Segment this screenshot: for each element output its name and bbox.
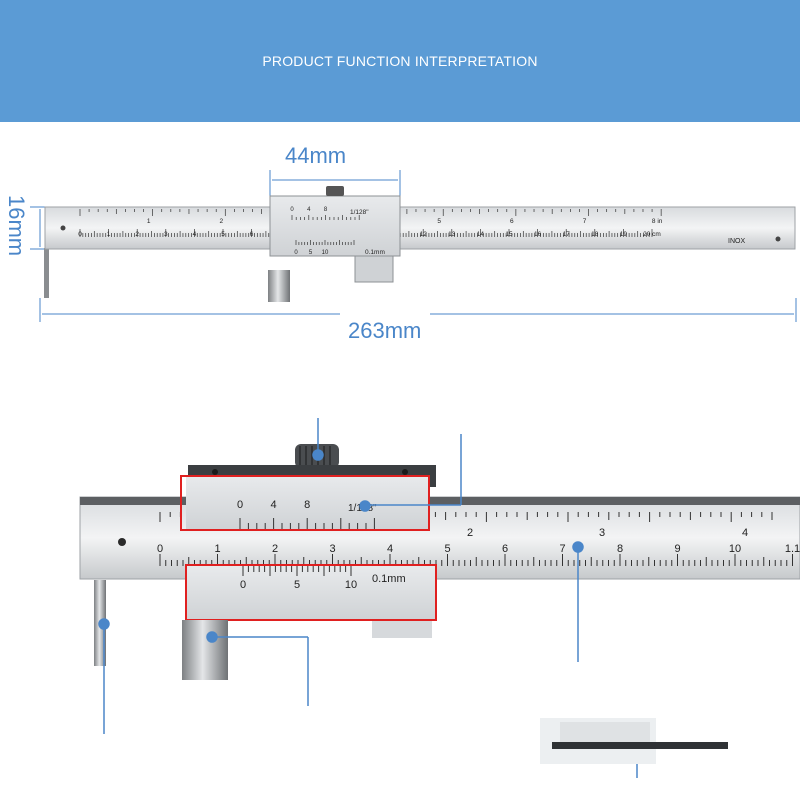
scale-number: 10: [322, 250, 329, 256]
scale-number: 19: [620, 231, 628, 238]
scale-number: 8: [324, 207, 328, 213]
scale-number: 0: [240, 579, 246, 591]
scale-number: 5: [437, 218, 441, 225]
dimension-lines: [30, 170, 797, 322]
dimension-length-label: 263mm: [348, 318, 422, 343]
scale-number: 10: [345, 579, 357, 591]
scale-number: 3: [329, 543, 335, 555]
scale-number: 2: [467, 527, 473, 539]
slider-top-label: 1/128": [350, 209, 369, 216]
scale-number: 8 in: [652, 218, 663, 225]
scale-number: 1: [214, 543, 220, 555]
scale-number: 0: [78, 231, 82, 238]
scale-number: 16: [534, 231, 542, 238]
lower-vernier-label: 0.1mm: [372, 573, 406, 585]
scale-number: 17: [563, 231, 571, 238]
scale-number: 0: [157, 543, 163, 555]
dimension-width-label: 44mm: [285, 143, 347, 168]
scale-number: 12: [420, 231, 428, 238]
scale-number: 3: [599, 527, 605, 539]
scale-number: 4: [193, 231, 197, 238]
banner-title: PRODUCT FUNCTION INTERPRETATION: [262, 53, 538, 69]
highlight-upper-vernier: [180, 475, 430, 531]
scale-number: 15: [505, 231, 513, 238]
scale-number: 1.1: [785, 543, 800, 555]
scale-number: 20 cm: [643, 231, 661, 238]
scale-number: 3: [164, 231, 168, 238]
scale-number: 7: [583, 218, 587, 225]
scale-number: 0: [237, 499, 243, 511]
scale-number: 4: [387, 543, 393, 555]
banner: PRODUCT FUNCTION INTERPRETATION: [0, 0, 800, 122]
scale-number: 5: [294, 579, 300, 591]
scale-number: 0: [290, 207, 294, 213]
slider-bottom-label: 0.1mm: [365, 249, 385, 256]
scale-number: 2: [219, 218, 223, 225]
scale-number: 1: [107, 231, 111, 238]
overview-ruler: 01234567891011121314151617181920 cm12345…: [30, 170, 797, 322]
highlight-lower-vernier: [185, 564, 437, 621]
scale-number: 10: [729, 543, 741, 555]
scale-number: 6: [250, 231, 254, 238]
scale-number: 14: [477, 231, 485, 238]
scale-number: 7: [559, 543, 565, 555]
scale-number: 8: [304, 499, 310, 511]
scale-number: 5: [444, 543, 450, 555]
scale-number: 2: [135, 231, 139, 238]
scale-number: 0: [294, 250, 298, 256]
scale-number: 4: [742, 527, 748, 539]
scale-number: 1: [147, 218, 151, 225]
brand-label: INOX: [728, 238, 745, 245]
scale-number: 18: [591, 231, 599, 238]
scale-number: 13: [448, 231, 456, 238]
scale-number: 8: [617, 543, 623, 555]
scale-number: 5: [221, 231, 225, 238]
scale-number: 6: [502, 543, 508, 555]
scale-number: 2: [272, 543, 278, 555]
scale-number: 4: [271, 499, 277, 511]
scale-number: 9: [674, 543, 680, 555]
scale-number: 4: [307, 207, 311, 213]
scale-number: 6: [510, 218, 514, 225]
scale-number: 5: [309, 250, 313, 256]
